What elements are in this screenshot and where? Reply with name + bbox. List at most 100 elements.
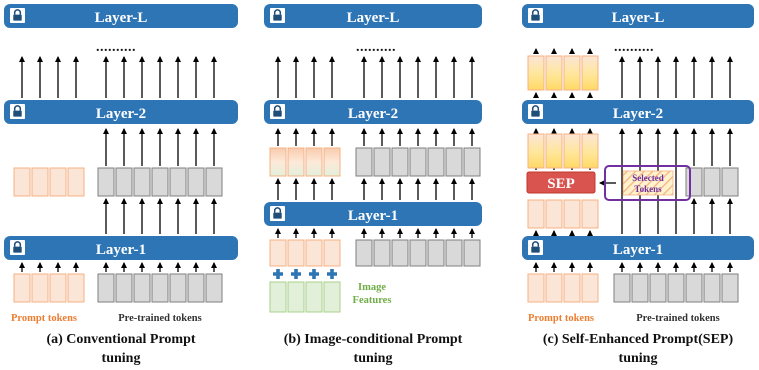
pretrained-token bbox=[151, 273, 169, 303]
pretrained-token bbox=[97, 273, 115, 303]
pretrained-token bbox=[613, 273, 631, 303]
enhanced-prompt-token bbox=[545, 55, 563, 91]
plus-icon bbox=[273, 269, 284, 280]
sep-block: SEP bbox=[526, 171, 596, 194]
pretrained-token bbox=[445, 239, 463, 267]
panel-c-pretrained-tokens-label: Pre-trained tokens bbox=[636, 313, 720, 324]
panel-b-layer-1-label: Layer-1 bbox=[348, 208, 398, 224]
pretrained-token bbox=[373, 147, 391, 177]
prompt-token bbox=[13, 273, 31, 303]
panel-a-caption-line1: (a) Conventional Prompt bbox=[46, 332, 195, 347]
prompt-token bbox=[527, 199, 545, 229]
panel-a-layer-1: Layer-1 bbox=[4, 236, 238, 260]
panel-b-image-label-line1: Image bbox=[358, 282, 386, 293]
panel-b-layer-1: Layer-1 bbox=[264, 202, 482, 226]
panel-c-caption-line1: (c) Self-Enhanced Prompt(SEP) bbox=[543, 332, 734, 347]
panel-c-layer-1: Layer-1 bbox=[522, 236, 754, 260]
pretrained-token bbox=[703, 167, 721, 197]
pretrained-token bbox=[133, 273, 151, 303]
panel-b-tokens bbox=[269, 147, 481, 313]
prompt-token bbox=[527, 273, 545, 303]
panel-b-arrows bbox=[275, 56, 475, 238]
pretrained-token bbox=[445, 147, 463, 177]
pretrained-token bbox=[187, 167, 205, 197]
panel-c-layer-l: Layer-L bbox=[522, 4, 754, 28]
conditional-prompt-token bbox=[269, 147, 287, 177]
prompt-token bbox=[49, 273, 67, 303]
lock-icon bbox=[270, 8, 285, 23]
prompt-token bbox=[563, 273, 581, 303]
panel-a-caption-line2: tuning bbox=[102, 351, 141, 366]
enhanced-prompt-token bbox=[527, 55, 545, 91]
prompt-token bbox=[13, 167, 31, 197]
selected-tokens-label-line2: Tokens bbox=[634, 184, 662, 194]
conditional-prompt-token bbox=[305, 147, 323, 177]
prompt-token bbox=[67, 167, 85, 197]
lock-icon bbox=[528, 104, 543, 119]
prompt-token bbox=[563, 199, 581, 229]
panel-b-image-label-line2: Features bbox=[353, 295, 392, 306]
panel-a-arrows bbox=[19, 56, 217, 272]
panel-b-layer-l-label: Layer-L bbox=[347, 10, 400, 26]
pretrained-token bbox=[649, 273, 667, 303]
lock-icon bbox=[528, 8, 543, 23]
image-feature-token bbox=[287, 281, 305, 313]
pretrained-token bbox=[409, 239, 427, 267]
panel-a-layer-1-label: Layer-1 bbox=[96, 242, 146, 258]
panel-b-layer-2-label: Layer-2 bbox=[348, 106, 398, 122]
prompt-token bbox=[31, 273, 49, 303]
enhanced-prompt-token bbox=[545, 133, 563, 169]
pretrained-token bbox=[205, 273, 223, 303]
prompt-token bbox=[581, 199, 599, 229]
prompt-token bbox=[67, 273, 85, 303]
prompt-token bbox=[323, 239, 341, 267]
lock-icon bbox=[270, 206, 285, 221]
panel-a: Layer-L Layer-2 Layer-1 .......... Promp… bbox=[4, 4, 238, 366]
panel-c-caption-line2: tuning bbox=[619, 351, 658, 366]
prompt-token bbox=[49, 167, 67, 197]
pretrained-token bbox=[427, 147, 445, 177]
pretrained-token bbox=[463, 239, 481, 267]
panel-c-layer-1-label: Layer-1 bbox=[613, 242, 663, 258]
panel-c-layer-l-label: Layer-L bbox=[612, 10, 665, 26]
prompt-token bbox=[545, 273, 563, 303]
lock-icon bbox=[10, 104, 25, 119]
panel-a-prompt-tokens-label: Prompt tokens bbox=[11, 313, 77, 324]
lock-icon bbox=[10, 8, 25, 23]
selected-tokens-label-line1: Selected bbox=[632, 173, 664, 183]
pretrained-token bbox=[355, 239, 373, 267]
pretrained-token bbox=[169, 273, 187, 303]
pretrained-token bbox=[409, 147, 427, 177]
panel-a-tokens bbox=[13, 167, 223, 303]
pretrained-token bbox=[667, 273, 685, 303]
panel-c-ellipsis: .......... bbox=[614, 40, 654, 55]
pretrained-token bbox=[685, 273, 703, 303]
prompt-token bbox=[269, 239, 287, 267]
enhanced-prompt-token bbox=[581, 55, 599, 91]
pretrained-token bbox=[373, 239, 391, 267]
enhanced-prompt-token bbox=[581, 133, 599, 169]
lock-icon bbox=[270, 104, 285, 119]
conditional-prompt-token bbox=[323, 147, 341, 177]
pretrained-token bbox=[391, 239, 409, 267]
pretrained-token bbox=[97, 167, 115, 197]
panel-b: Layer-L Layer-2 Layer-1 .......... Image… bbox=[264, 4, 482, 366]
pretrained-token bbox=[631, 273, 649, 303]
pretrained-token bbox=[355, 147, 373, 177]
pretrained-token bbox=[169, 167, 187, 197]
prompt-token bbox=[581, 273, 599, 303]
panel-c-tokens bbox=[527, 55, 739, 303]
panel-a-ellipsis: .......... bbox=[96, 40, 136, 55]
image-feature-token bbox=[323, 281, 341, 313]
pretrained-token bbox=[187, 273, 205, 303]
image-feature-token bbox=[269, 281, 287, 313]
panel-b-layer-l: Layer-L bbox=[264, 4, 482, 28]
plus-icon bbox=[309, 269, 320, 280]
pretrained-token bbox=[703, 273, 721, 303]
pretrained-token bbox=[205, 167, 223, 197]
pretrained-token bbox=[391, 147, 409, 177]
pretrained-token bbox=[721, 167, 739, 197]
panel-a-layer-2-label: Layer-2 bbox=[96, 106, 146, 122]
panel-c-prompt-tokens-label: Prompt tokens bbox=[528, 313, 594, 324]
